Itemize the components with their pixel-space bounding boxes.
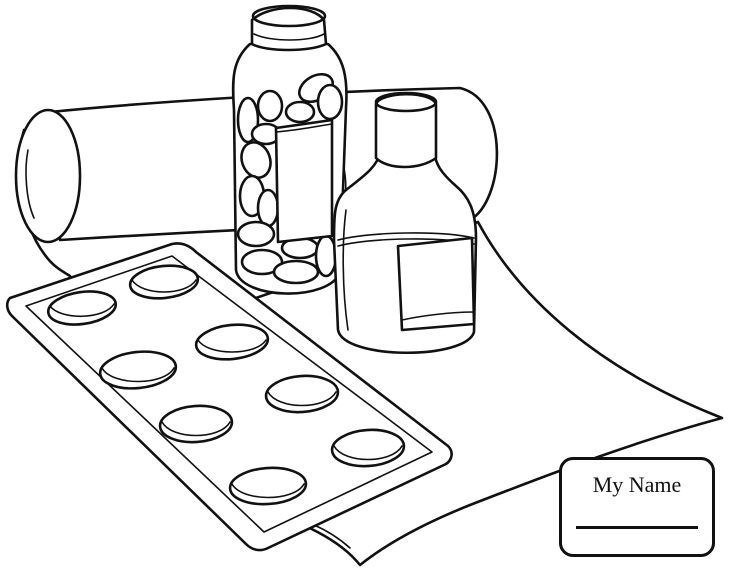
capsules-group bbox=[236, 72, 344, 285]
pill-bottle-label bbox=[274, 118, 334, 244]
blister-pack-icon bbox=[5, 242, 453, 552]
name-write-line[interactable] bbox=[576, 526, 698, 529]
syrup-bottle-icon bbox=[332, 91, 478, 355]
name-label: My Name bbox=[592, 472, 682, 497]
name-box[interactable]: My Name bbox=[559, 457, 715, 557]
pill-bottle-icon bbox=[231, 4, 348, 295]
tablets-group bbox=[46, 264, 406, 506]
syrup-bottle-label bbox=[396, 236, 476, 332]
